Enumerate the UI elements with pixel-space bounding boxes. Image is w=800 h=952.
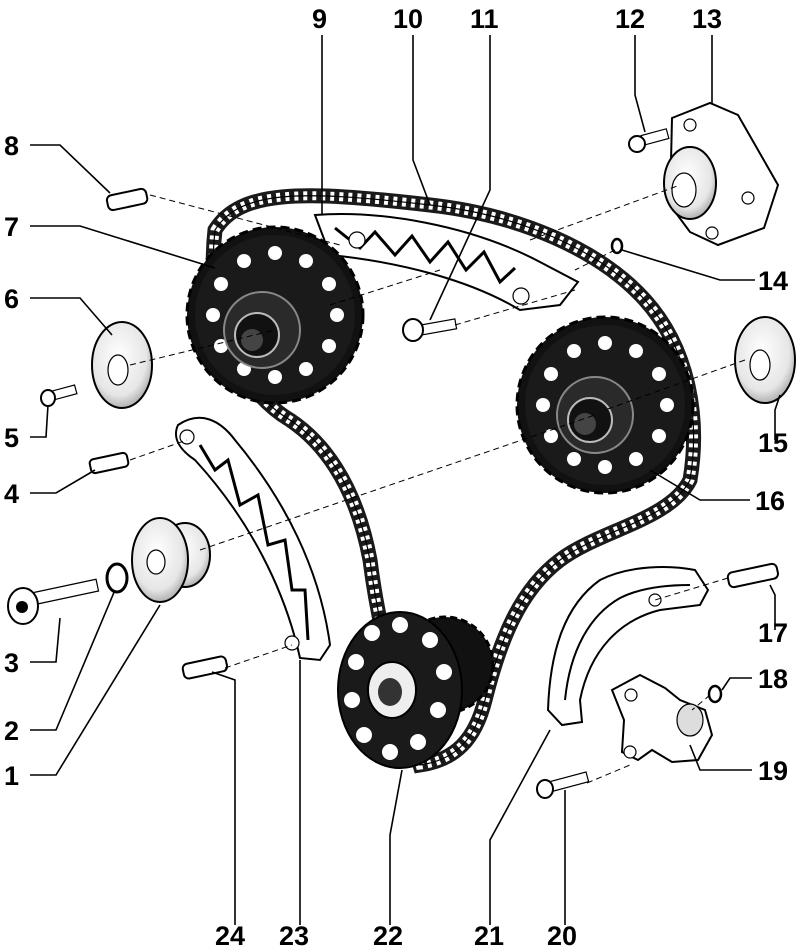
guide-pin-24 bbox=[181, 655, 229, 680]
upper-guide-rail bbox=[313, 213, 580, 312]
tensioner-bolt bbox=[536, 771, 590, 799]
callout-8: 8 bbox=[4, 131, 19, 161]
left-thrust-washer bbox=[91, 321, 153, 409]
callout-12: 12 bbox=[615, 4, 645, 34]
callout-21: 21 bbox=[474, 921, 504, 951]
callout-2: 2 bbox=[4, 716, 19, 746]
guide-pin-4 bbox=[88, 451, 130, 475]
callout-6: 6 bbox=[4, 284, 19, 314]
bearing-flange bbox=[663, 101, 780, 247]
callout-1: 1 bbox=[4, 761, 19, 791]
assembly-axes bbox=[129, 184, 746, 784]
callout-labels: 1 2 3 4 5 6 7 8 9 10 11 12 13 14 15 16 1… bbox=[4, 4, 788, 951]
crankshaft-sprocket bbox=[337, 611, 495, 769]
lower-tensioner-rail bbox=[546, 566, 710, 727]
small-washer bbox=[105, 562, 129, 594]
tensioner-rail-bolt bbox=[7, 578, 100, 625]
callout-7: 7 bbox=[4, 212, 19, 242]
washer-bolt bbox=[40, 384, 78, 407]
guide-rail-bolt bbox=[402, 318, 458, 342]
callout-20: 20 bbox=[547, 921, 577, 951]
callout-10: 10 bbox=[393, 4, 423, 34]
callout-9: 9 bbox=[312, 4, 327, 34]
callout-3: 3 bbox=[4, 648, 19, 678]
callout-5: 5 bbox=[4, 423, 19, 453]
callout-11: 11 bbox=[470, 4, 499, 34]
callout-17: 17 bbox=[758, 618, 788, 648]
callout-19: 19 bbox=[758, 756, 788, 786]
guide-pin-17 bbox=[726, 562, 779, 589]
guide-pin-8 bbox=[105, 187, 149, 212]
right-camshaft-sprocket bbox=[515, 315, 695, 495]
chain-tensioner bbox=[610, 673, 714, 764]
callout-4: 4 bbox=[4, 479, 19, 509]
callout-14: 14 bbox=[758, 266, 788, 296]
flange-bolt bbox=[628, 128, 670, 153]
callout-13: 13 bbox=[692, 4, 722, 34]
callout-24: 24 bbox=[215, 921, 245, 951]
tensioner-pivot-bush bbox=[131, 517, 211, 603]
callout-18: 18 bbox=[758, 664, 788, 694]
leader-lines bbox=[30, 35, 781, 925]
left-tensioner-rail bbox=[175, 416, 332, 662]
tensioner-o-ring bbox=[707, 684, 723, 704]
timing-chain bbox=[205, 188, 701, 774]
left-camshaft-sprocket bbox=[185, 225, 365, 405]
callout-22: 22 bbox=[373, 921, 403, 951]
o-ring bbox=[610, 237, 624, 255]
right-thrust-washer bbox=[734, 316, 796, 404]
callout-15: 15 bbox=[758, 428, 788, 458]
callout-23: 23 bbox=[279, 921, 309, 951]
callout-16: 16 bbox=[755, 486, 785, 516]
